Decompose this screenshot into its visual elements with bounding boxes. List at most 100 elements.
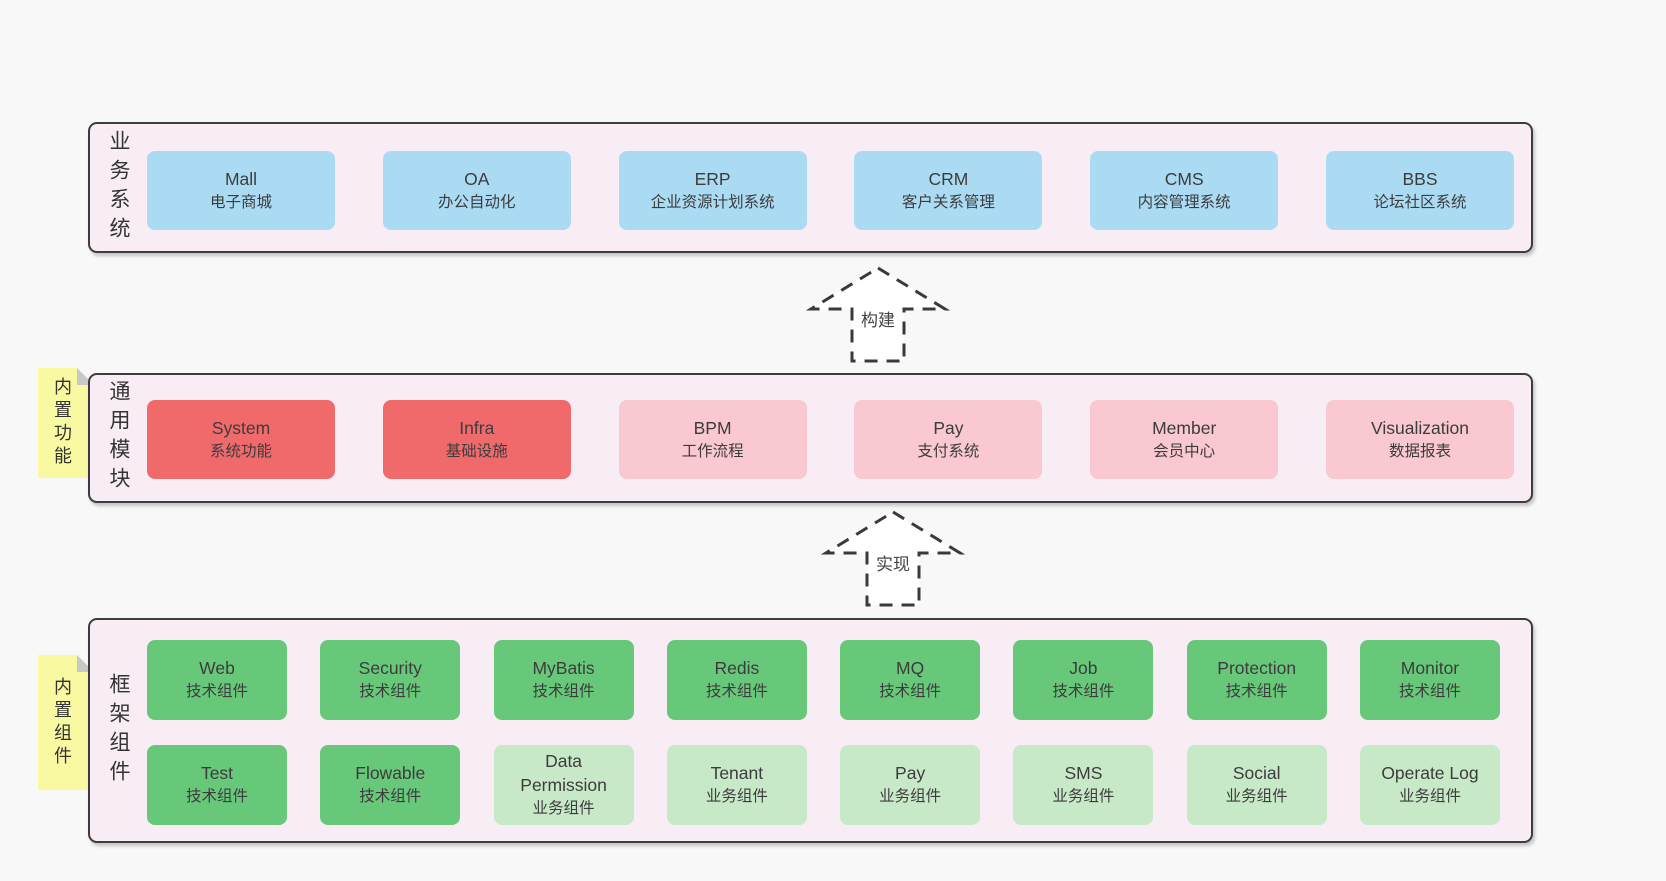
box-subtitle: 论坛社区系统 [1373,193,1467,211]
box-name: Protection [1217,658,1297,678]
box-subtitle: 技术组件 [185,788,248,805]
box-subtitle: 数据报表 [1388,442,1451,460]
box-job: Job 技术组件 [1013,640,1154,720]
sticky-note-label: 内置组件 [52,676,72,769]
box-pay-module: Pay 支付系统 [854,400,1043,479]
section-label: 通用模块 [107,380,130,496]
box-name: Operate Log [1381,763,1479,783]
box-name: Test [200,763,234,783]
box-subtitle: 技术组件 [879,683,942,700]
box-erp: ERP 企业资源计划系统 [618,151,807,230]
box-subtitle: 技术组件 [532,683,595,700]
box-mybatis: MyBatis 技术组件 [493,640,634,720]
box-subtitle: 企业资源计划系统 [650,193,775,211]
box-crm: CRM 客户关系管理 [854,151,1043,230]
box-system: System 系统功能 [147,400,335,479]
box-subtitle: 技术组件 [1225,683,1288,700]
box-name: Web [199,658,235,678]
box-protection: Protection 技术组件 [1186,640,1327,720]
box-subtitle: 业务组件 [1398,788,1461,805]
box-subtitle: 技术组件 [359,683,422,700]
box-name: Monitor [1400,658,1460,678]
box-name: Infra [459,417,495,438]
sticky-note-built-in-functions: 内置功能 [38,368,94,478]
section-label: 业务系统 [107,129,130,246]
box-subtitle: 系统功能 [209,442,272,460]
section-framework-components: 框架组件 Web 技术组件 Security 技术组件 MyBatis 技术组件… [88,618,1533,843]
box-subtitle: 业务组件 [1052,788,1115,805]
box-web: Web 技术组件 [147,640,287,720]
arrow-label: 构建 [859,306,897,331]
box-name: Visualization [1371,417,1469,438]
box-name: CMS [1164,168,1204,189]
implement-arrow: 实现 [818,506,968,611]
box-operate-log: Operate Log 业务组件 [1359,745,1500,825]
box-member: Member 会员中心 [1090,400,1279,479]
framework-components-row-2: Test 技术组件 Flowable 技术组件 Data Permission … [90,745,1531,825]
common-modules-row: System 系统功能 Infra 基础设施 BPM 工作流程 Pay 支付系统… [90,400,1531,479]
box-subtitle: 业务组件 [705,788,768,805]
box-infra: Infra 基础设施 [382,400,571,479]
box-name: Job [1069,658,1098,678]
box-subtitle: 会员中心 [1153,442,1216,460]
build-arrow: 构建 [803,262,953,367]
box-tenant: Tenant 业务组件 [666,745,807,825]
box-name: Mall [224,168,258,189]
box-subtitle: 内容管理系统 [1137,193,1231,211]
framework-components-row-1: Web 技术组件 Security 技术组件 MyBatis 技术组件 Redi… [90,640,1531,720]
box-name: CRM [928,168,969,189]
box-name: Pay [895,763,926,783]
box-subtitle: 技术组件 [1398,683,1461,700]
box-redis: Redis 技术组件 [666,640,807,720]
box-subtitle: 业务组件 [879,788,942,805]
box-subtitle: 业务组件 [532,800,595,817]
box-name: Social [1232,763,1281,783]
box-subtitle: 技术组件 [1052,683,1115,700]
box-subtitle: 业务组件 [1225,788,1288,805]
box-name: BPM [693,417,732,438]
box-subtitle: 工作流程 [681,442,744,460]
box-flowable: Flowable 技术组件 [320,745,461,825]
box-name: Data Permission [520,751,607,795]
box-name: BBS [1402,168,1438,189]
section-common-modules: 通用模块 System 系统功能 Infra 基础设施 BPM 工作流程 Pay… [88,373,1533,503]
box-visualization: Visualization 数据报表 [1325,400,1514,479]
box-name: Redis [714,658,760,678]
sticky-note-label: 内置功能 [52,377,72,469]
box-name: Security [358,658,422,678]
box-name: ERP [694,168,731,189]
box-subtitle: 技术组件 [359,788,422,805]
box-sms: SMS 业务组件 [1013,745,1154,825]
sticky-note-built-in-components: 内置组件 [38,655,94,790]
box-name: MyBatis [532,658,595,678]
box-subtitle: 基础设施 [445,442,508,460]
box-name: Tenant [710,763,764,783]
box-subtitle: 客户关系管理 [901,193,995,211]
box-subtitle: 电子商城 [209,193,272,211]
box-test: Test 技术组件 [147,745,287,825]
box-mq: MQ 技术组件 [840,640,981,720]
box-name: System [211,417,271,438]
box-subtitle: 办公自动化 [438,193,516,211]
box-oa: OA 办公自动化 [382,151,571,230]
box-subtitle: 技术组件 [705,683,768,700]
arrow-label: 实现 [874,550,912,575]
box-subtitle: 技术组件 [185,683,248,700]
business-systems-row: Mall 电子商城 OA 办公自动化 ERP 企业资源计划系统 CRM 客户关系… [90,151,1531,230]
section-business-systems: 业务系统 Mall 电子商城 OA 办公自动化 ERP 企业资源计划系统 CRM… [88,122,1533,253]
box-name: Member [1152,417,1217,438]
box-bbs: BBS 论坛社区系统 [1325,151,1514,230]
box-name: SMS [1064,763,1103,783]
box-mall: Mall 电子商城 [147,151,335,230]
box-name: OA [464,168,490,189]
box-data-permission: Data Permission 业务组件 [493,745,634,825]
box-name: Flowable [355,763,426,783]
box-social: Social 业务组件 [1186,745,1327,825]
box-subtitle: 支付系统 [917,442,980,460]
section-label: 框架组件 [107,672,130,789]
box-security: Security 技术组件 [320,640,461,720]
box-pay-component: Pay 业务组件 [840,745,981,825]
box-name: MQ [896,658,925,678]
box-monitor: Monitor 技术组件 [1359,640,1500,720]
